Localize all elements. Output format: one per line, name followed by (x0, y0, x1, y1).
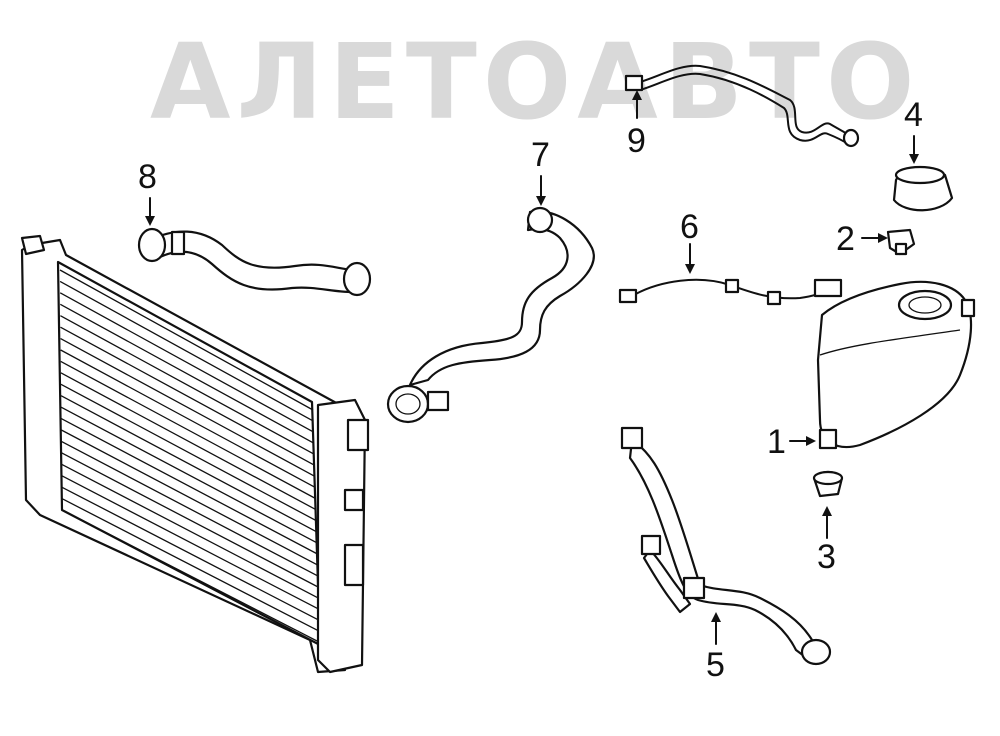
radiator-fin (59, 269, 314, 411)
radiator-fin (59, 292, 314, 433)
radiator-fin (60, 395, 317, 533)
radiator-fin (60, 326, 315, 466)
part-4-cap (892, 165, 954, 212)
radiator-fin (59, 303, 315, 444)
part-2-plug (886, 228, 916, 256)
radiator-fin (60, 383, 317, 522)
radiator-fin (61, 509, 320, 643)
radiator-fin (60, 360, 316, 499)
radiator-fin (61, 463, 319, 599)
watermark-logo: АЛЕТОАВТО (150, 21, 920, 143)
part-8-hose (137, 227, 372, 297)
callout-3: 3 (817, 538, 836, 576)
callout-1: 1 (767, 423, 786, 461)
callout-arrows (145, 90, 919, 645)
radiator-fin (61, 486, 319, 621)
callout-8: 8 (138, 158, 157, 196)
radiator-fin (60, 349, 316, 488)
radiator-fin (61, 497, 320, 632)
callout-2: 2 (836, 220, 855, 258)
part-6-sensor (618, 278, 843, 306)
radiator-fin (61, 440, 318, 577)
radiator-fin (59, 280, 314, 422)
radiator-fin (60, 372, 316, 511)
radiator-fin (60, 315, 315, 455)
radiator-illustration (20, 234, 370, 674)
callout-7: 7 (531, 136, 550, 174)
radiator-fin (60, 406, 317, 544)
radiator-fin (61, 475, 319, 610)
part-3-grommet (812, 470, 844, 498)
part-5-pipe (620, 426, 832, 666)
part-7-hose (386, 206, 595, 424)
callout-5: 5 (706, 646, 725, 684)
radiator-fin (61, 452, 318, 588)
radiator-fin (60, 417, 318, 555)
radiator-fin (61, 429, 318, 566)
callout-4: 4 (904, 96, 923, 134)
radiator-fin (60, 337, 316, 477)
expansion-tank-illustration (816, 280, 976, 450)
part-9-vent-line (624, 64, 860, 148)
callout-6: 6 (680, 208, 699, 246)
callout-9: 9 (627, 122, 646, 160)
